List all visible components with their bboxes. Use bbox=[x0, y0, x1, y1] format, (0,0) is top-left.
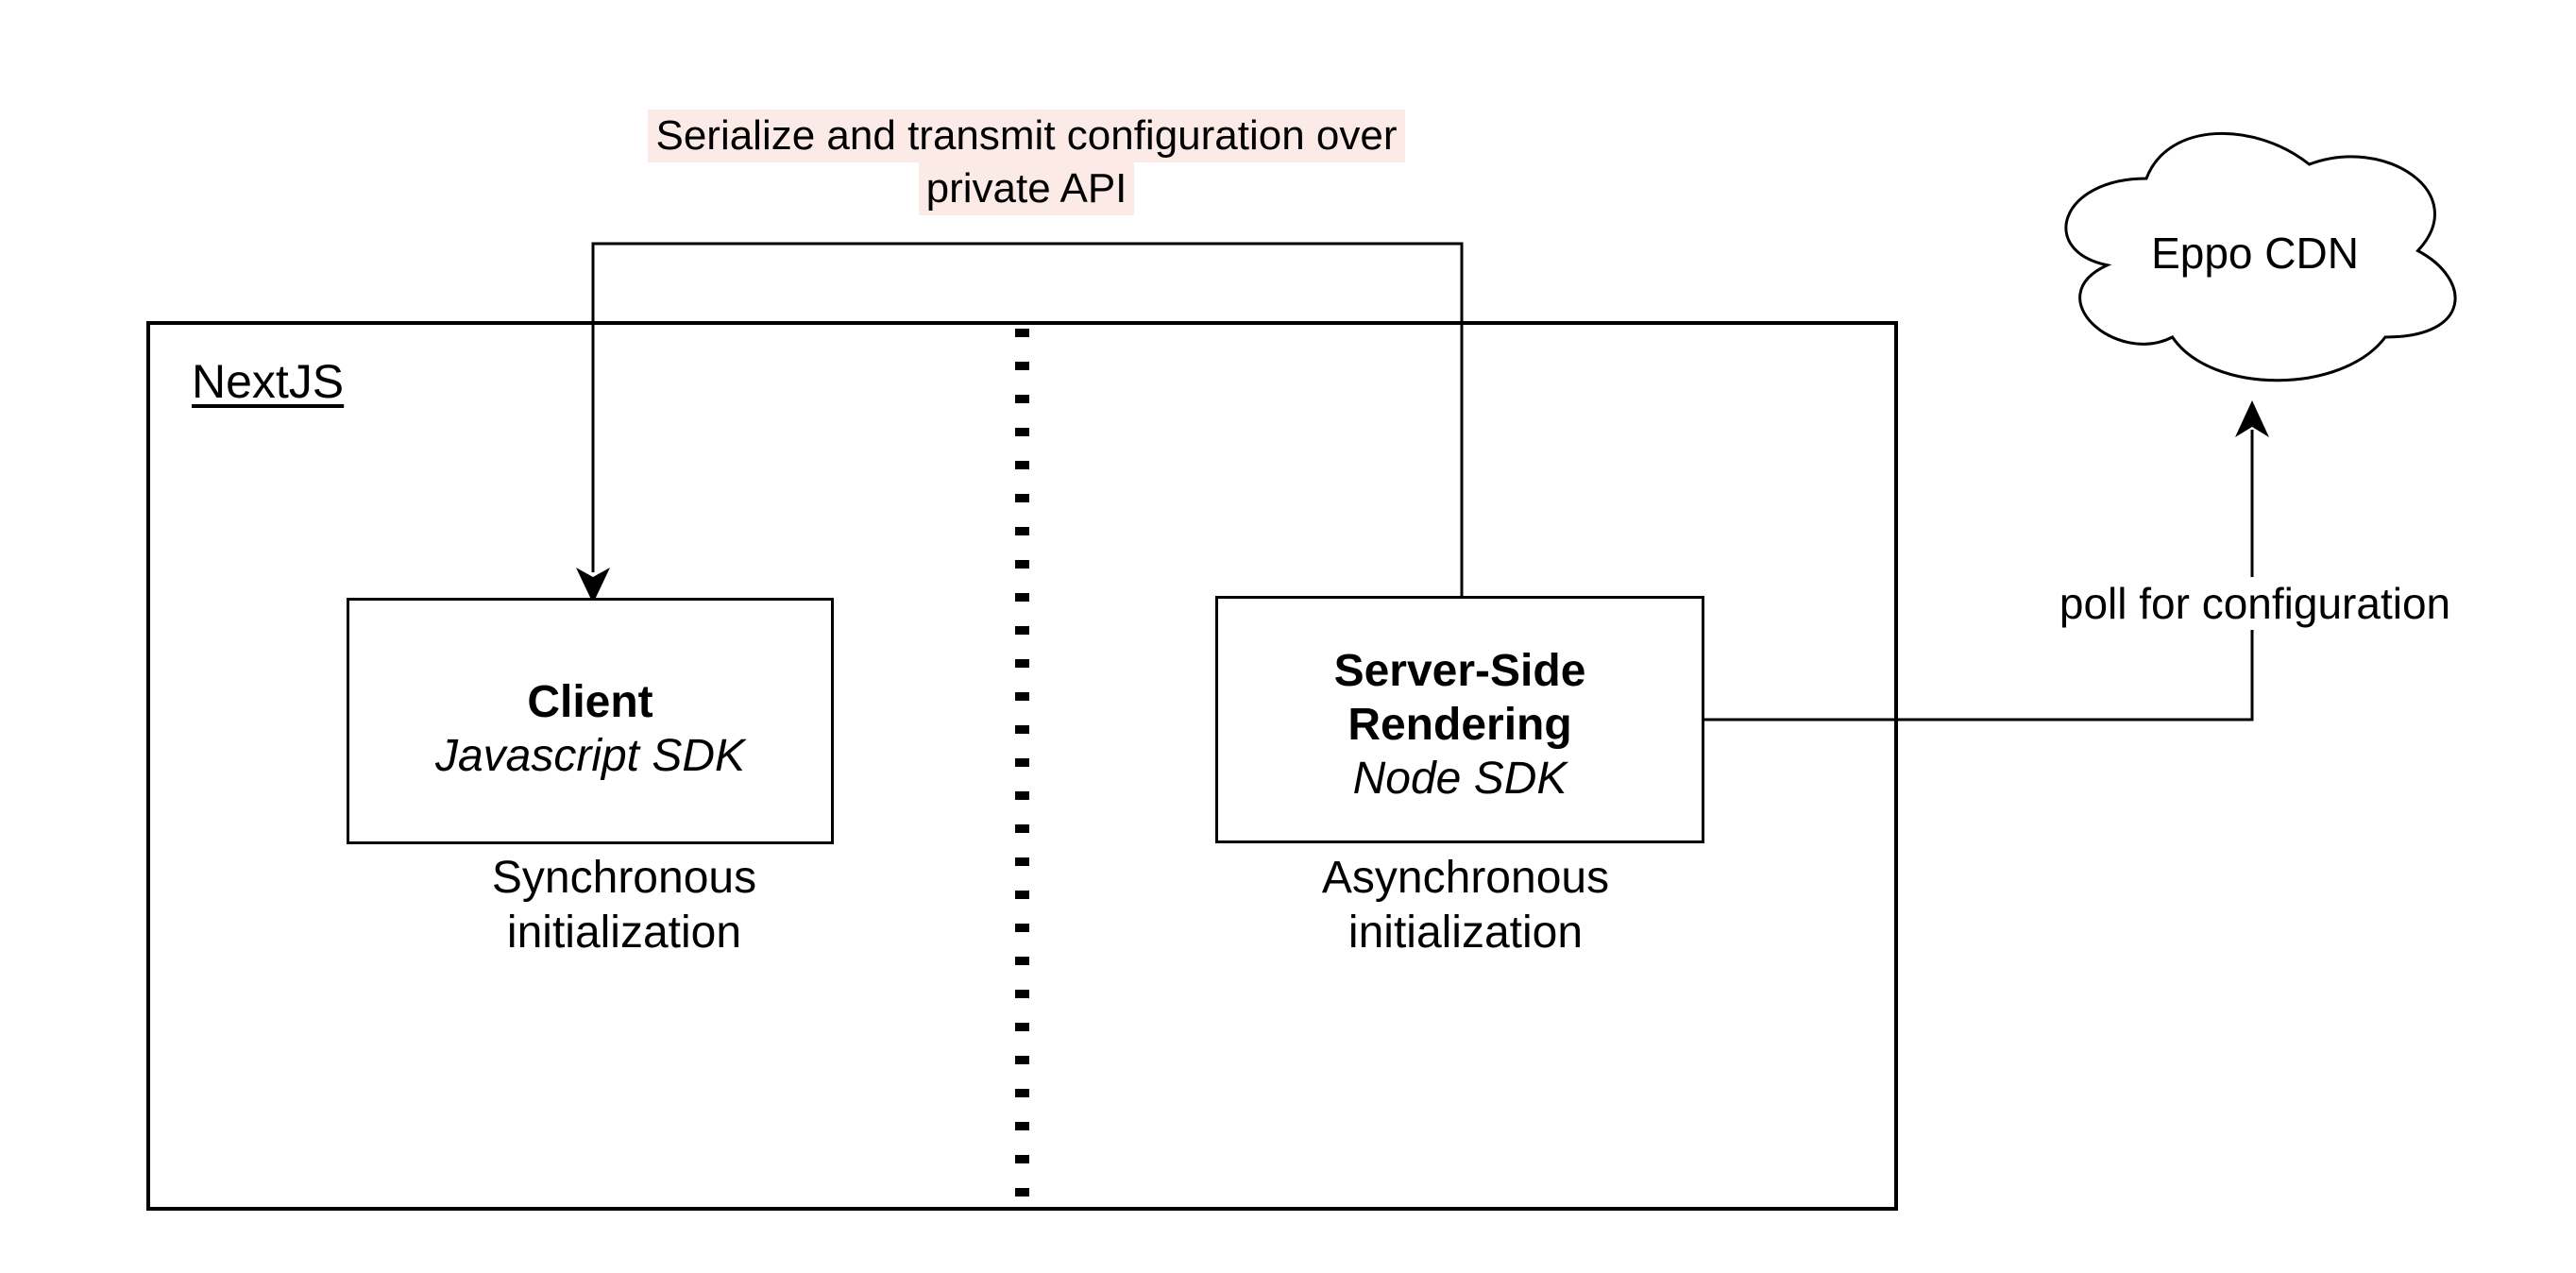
nextjs-container-title: NextJS bbox=[192, 355, 345, 408]
ssr-node-subtitle: Node SDK bbox=[1352, 753, 1568, 804]
serialize-connector-line bbox=[591, 242, 1464, 598]
poll-edge-label: poll for configuration bbox=[2019, 577, 2491, 630]
poll-connector-line bbox=[1703, 430, 2254, 721]
cloud-label: Eppo CDN bbox=[2151, 229, 2359, 278]
arrowhead-down-icon bbox=[576, 568, 610, 603]
cloud-icon bbox=[2064, 131, 2457, 382]
ssr-node-title: Server-Side Rendering bbox=[1333, 645, 1586, 750]
client-node-caption: Synchronous initialization bbox=[491, 853, 757, 958]
client-node-box: Client Javascript SDK bbox=[347, 598, 834, 844]
serialize-edge-label: Serialize and transmit configuration ove… bbox=[583, 110, 1470, 215]
arrowhead-up-icon bbox=[2235, 400, 2269, 437]
client-server-divider bbox=[1015, 329, 1029, 1205]
ssr-node-box: Server-Side Rendering Node SDK bbox=[1215, 596, 1704, 843]
client-node-subtitle: Javascript SDK bbox=[434, 730, 746, 781]
serialize-edge-label-line1: Serialize and transmit configuration ove… bbox=[648, 110, 1405, 162]
client-node-title: Client bbox=[527, 676, 653, 727]
serialize-edge-label-line2: private API bbox=[918, 162, 1135, 215]
ssr-node-caption: Asynchronous initialization bbox=[1321, 853, 1610, 958]
nextjs-container-box bbox=[146, 321, 1898, 1211]
